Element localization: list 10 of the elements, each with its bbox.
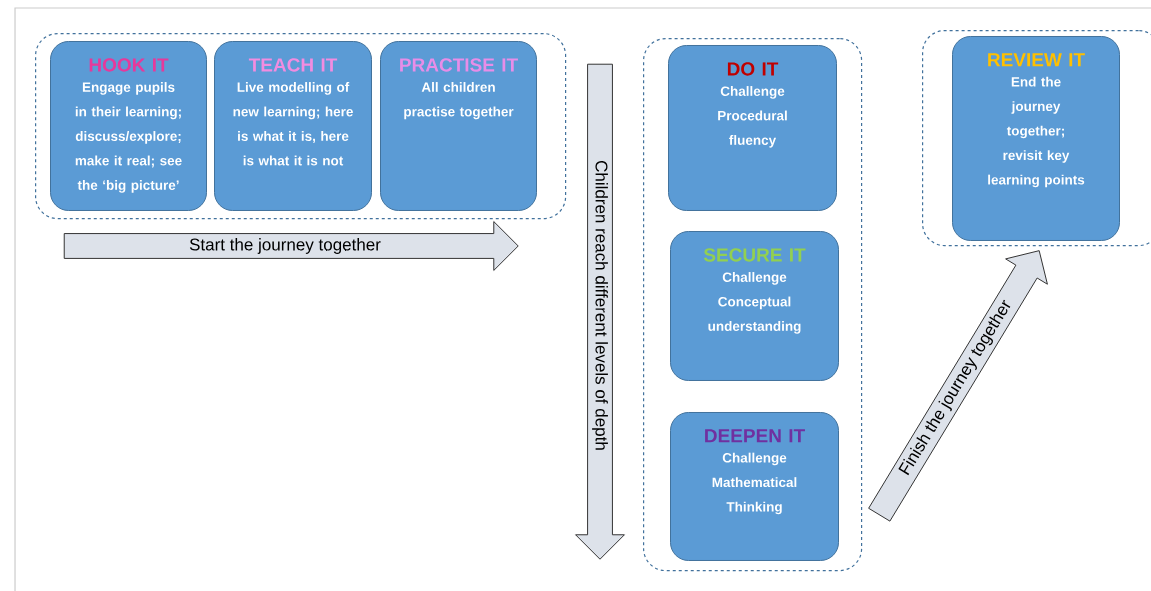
dashed-group-frame <box>35 33 567 220</box>
step-card: HOOK IT Engage pupils in their learning; discuss/explore; make it real; see the ‘big picture’ <box>50 41 207 211</box>
step-card: DO IT Challenge Procedural fluency <box>668 45 837 211</box>
step-card: PRACTISE IT All children practise together <box>380 41 537 211</box>
dashed-group-frame <box>643 38 863 572</box>
step-card: TEACH IT Live modelling of new learning; here is what it is, here is what it is not <box>214 41 372 211</box>
step-card: REVIEW IT End the journey together; revisit key learning points <box>952 36 1120 241</box>
step-card: DEEPEN IT Challenge Mathematical Thinking <box>670 412 839 561</box>
step-card: SECURE IT Challenge Conceptual understanding <box>670 231 839 381</box>
dashed-group-frame <box>922 30 1151 247</box>
